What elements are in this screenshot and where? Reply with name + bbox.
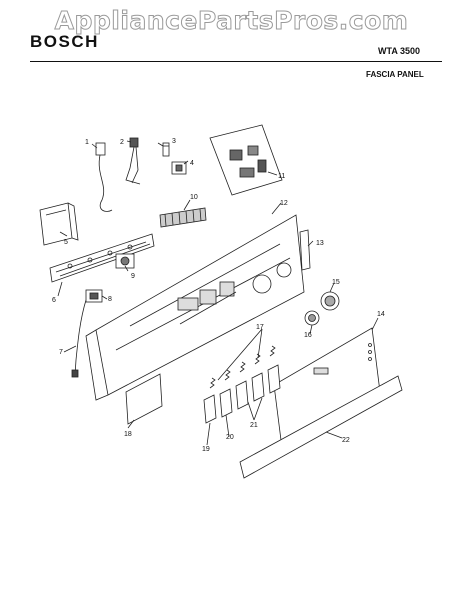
section-title: FASCIA PANEL: [366, 70, 424, 79]
part-11-control-board: [209, 124, 283, 196]
callout-16: 16: [304, 332, 312, 339]
callout-3: 3: [172, 138, 176, 145]
part-17-springs: [209, 345, 276, 389]
callout-12: 12: [280, 200, 288, 207]
part-3-fuse: [162, 142, 170, 157]
part-7-sensor-cable: [71, 299, 87, 378]
callout-18: 18: [124, 431, 132, 438]
header-rule: [30, 61, 442, 62]
part-1-power-cable: [95, 142, 113, 212]
callout-17: 17: [256, 324, 264, 331]
callout-22: 22: [342, 437, 350, 444]
brand-logo: BOSCH: [30, 32, 99, 51]
part-4-switch: [171, 161, 187, 175]
callout-14: 14: [377, 311, 385, 318]
callout-5: 5: [64, 239, 68, 246]
callout-1: 1: [85, 139, 89, 146]
callout-4: 4: [190, 160, 194, 167]
part-21-buttons: [235, 364, 281, 410]
part-8-switch-connector: [85, 289, 103, 303]
callout-11: 11: [278, 173, 285, 180]
part-9-switch-block: [115, 253, 135, 269]
watermark: AppliancePartsPros.com: [54, 6, 409, 36]
part-12-fascia-panel: [85, 214, 305, 401]
part-19-button: [203, 394, 217, 424]
callout-2: 2: [120, 139, 124, 146]
part-18-clip: [125, 373, 163, 425]
part-6-terminal-strip: [49, 233, 155, 283]
model-number: WTA 3500: [378, 46, 421, 56]
part-13-bracket: [299, 229, 311, 271]
callout-7: 7: [59, 349, 63, 356]
callout-8: 8: [108, 296, 112, 303]
callout-13: 13: [316, 240, 324, 247]
part-2-connector: [125, 137, 141, 185]
callout-19: 19: [202, 446, 210, 453]
part-22-trim-panel: [239, 375, 403, 479]
callout-9: 9: [131, 273, 135, 280]
part-10-ribbon-cable: [159, 207, 207, 228]
callout-labels: 1 2 3 4 5 6 7 8 9 10 11 12 13 14 15 16 1…: [52, 138, 385, 453]
part-5-filter-box: [39, 202, 79, 246]
callout-6: 6: [52, 297, 56, 304]
part-20-button: [219, 388, 233, 418]
callout-21: 21: [250, 422, 258, 429]
callout-10: 10: [190, 194, 198, 201]
callout-20: 20: [226, 434, 234, 441]
part-16-small-knob: [304, 310, 320, 326]
part-15-knob: [320, 291, 340, 311]
callout-15: 15: [332, 279, 340, 286]
